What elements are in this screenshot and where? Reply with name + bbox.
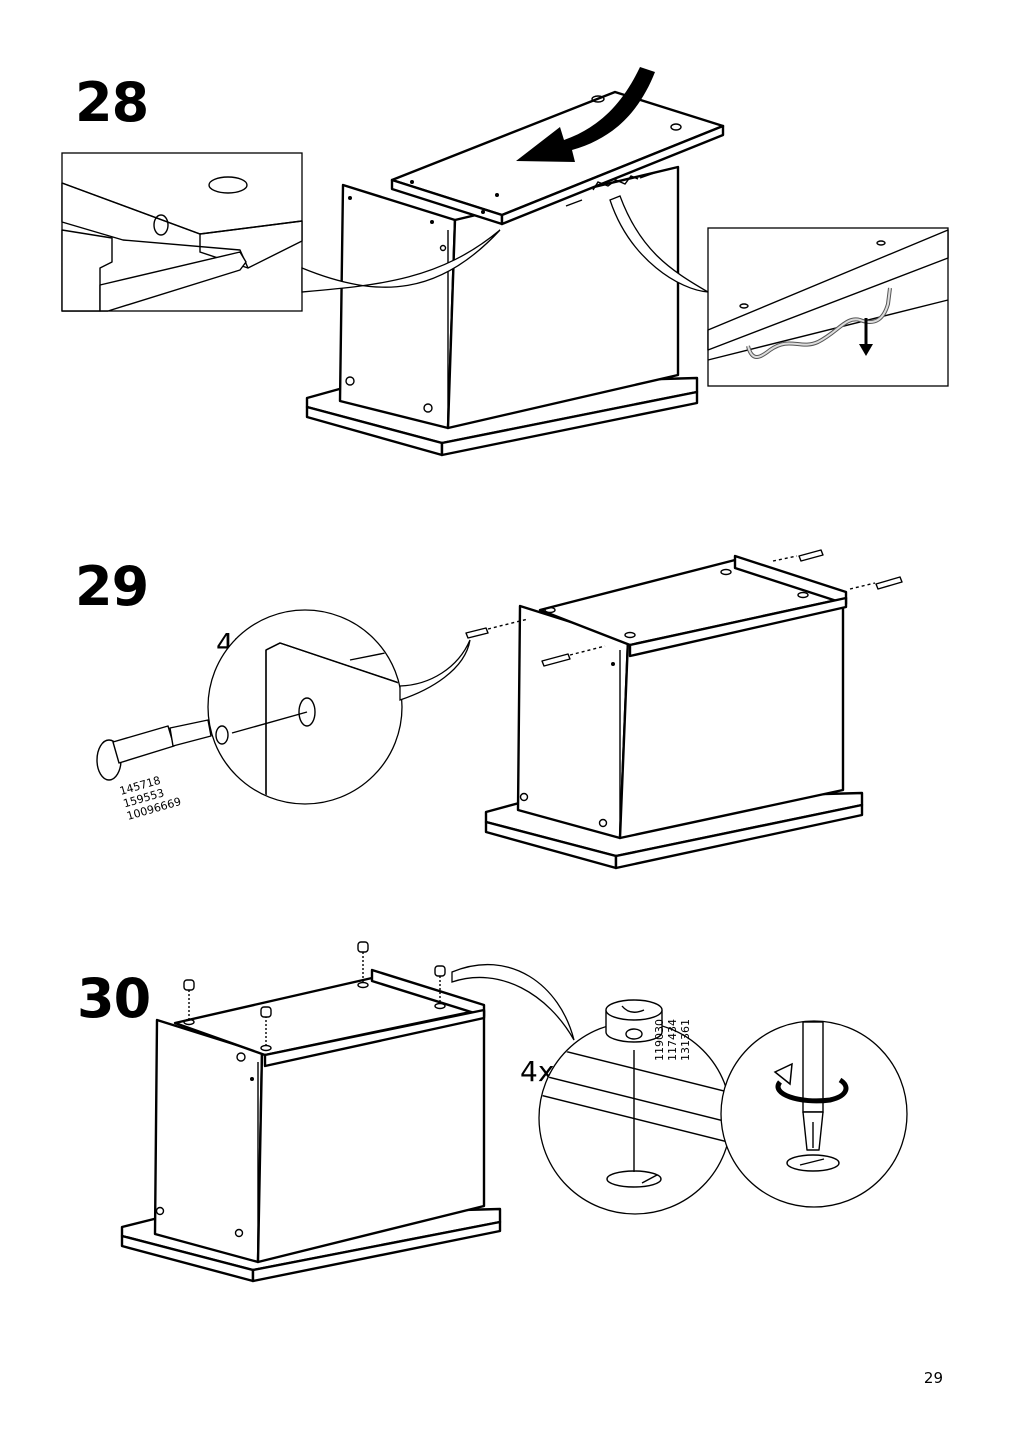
wood-dowel-small-3 (772, 549, 824, 562)
cam-lock-1 (183, 979, 195, 1019)
cam-lock-2 (260, 1006, 272, 1045)
cam-lock-enlarged (605, 999, 663, 1043)
wood-dowel-small-1 (465, 618, 529, 639)
step-29-illustration: 145718 159553 10096669 (96, 549, 903, 870)
plastic-dowel-part-29 (96, 711, 308, 781)
svg-text:131361: 131361 (679, 1019, 692, 1061)
step-28-illustration (61, 67, 949, 457)
wood-dowel-small-4 (849, 576, 903, 590)
wood-dowel-small-2 (541, 645, 606, 667)
cam-lock-3 (357, 941, 369, 982)
screwdriver-icon (786, 1021, 840, 1172)
part-numbers-step-30: 119030 117434 131361 (653, 1019, 692, 1061)
rotate-arrow-icon (773, 1062, 849, 1104)
svg-text:117434: 117434 (666, 1019, 679, 1061)
part-numbers-step-29: 145718 159553 10096669 (118, 774, 183, 823)
step-number-28: 28 (75, 71, 149, 134)
cam-lock-4 (434, 965, 446, 1003)
svg-text:119030: 119030 (653, 1019, 666, 1061)
step-number-30: 30 (77, 967, 151, 1030)
step-30-illustration: 119030 117434 131361 (120, 941, 908, 1283)
step-number-29: 29 (75, 555, 149, 618)
page-number: 29 (923, 1369, 943, 1387)
